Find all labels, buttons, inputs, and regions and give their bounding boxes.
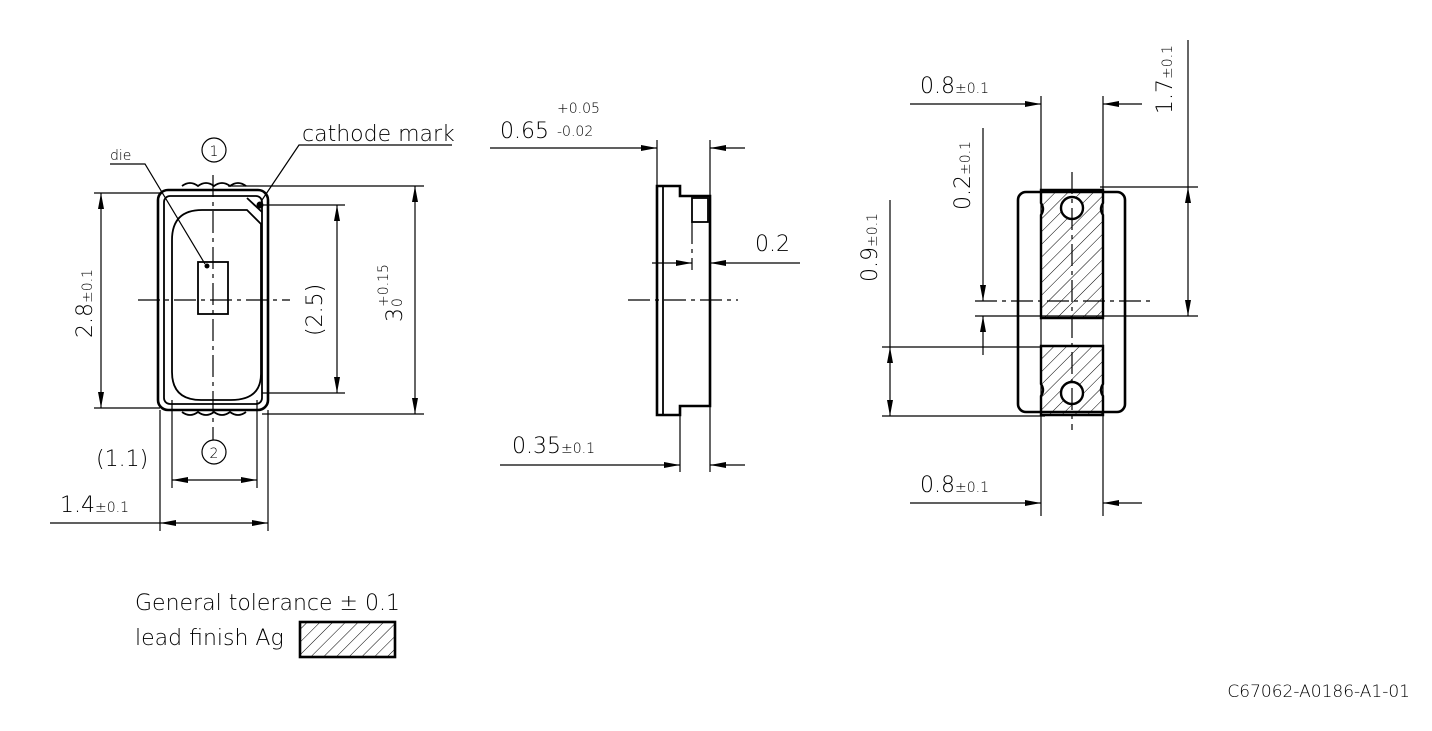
lead-dim-label: 0.35±0.1 [512,434,595,459]
pad2-dim-label: 0.9±0.1 [858,213,883,282]
side-view: 0.65 +0.05 -0.02 0.2 0.35±0.1 [490,101,800,472]
pin2-label: 2 [210,446,219,462]
drawing-number: C67062-A0186-A1-01 [1227,682,1410,702]
die-label: die [110,148,131,164]
bottom-lead-edge [181,410,247,416]
notes: General tolerance ± 0.1 lead finish Ag [135,591,400,659]
inner-height-dim-label: (2.5) [303,284,328,336]
top-lead-edge [181,182,247,188]
width-dim-label: 1.4±0.1 [60,493,129,518]
tolerance-note: General tolerance ± 0.1 [135,591,400,616]
cathode-mark-label: cathode mark [302,122,455,147]
svg-text:+0.05: +0.05 [557,101,600,117]
svg-text:+0.15: +0.15 [376,264,392,307]
svg-text:3: 3 [383,308,408,322]
pad-length-dim-label: 1.7±0.1 [1153,45,1178,114]
offset-dim-label: 0.2±0.1 [951,141,976,210]
pin1-marker [201,137,227,163]
pin1-label: 1 [210,144,219,160]
bottom-view: 0.8±0.1 1.7±0.1 0.2±0.1 0.9±0.1 0.8±0.1 [858,40,1198,516]
cathode-mark-dot [256,201,264,209]
lead-finish-note: lead finish Ag [135,626,284,651]
pin2-marker [201,439,227,465]
svg-text:-0.02: -0.02 [557,124,593,140]
pad-width-top-dim-label: 0.8±0.1 [920,74,989,99]
front-view: die cathode mark 1 2 2.8±0.1 (2.5) 3 +0.… [50,122,455,531]
height-dim-label: 2.8±0.1 [73,269,98,338]
svg-text:0: 0 [390,298,406,307]
thickness-dim-label: 0.65 +0.05 -0.02 [500,101,600,144]
step-dim-label: 0.2 [755,232,790,257]
lead-finish-hatch-swatch [298,620,397,659]
pad-width-bottom-dim-label: 0.8±0.1 [920,473,989,498]
lens-cavity [171,209,262,401]
svg-text:0.65: 0.65 [500,119,549,144]
inner-width-dim-label: (1.1) [96,447,148,472]
total-height-dim-label: 3 +0.15 0 [376,264,408,322]
